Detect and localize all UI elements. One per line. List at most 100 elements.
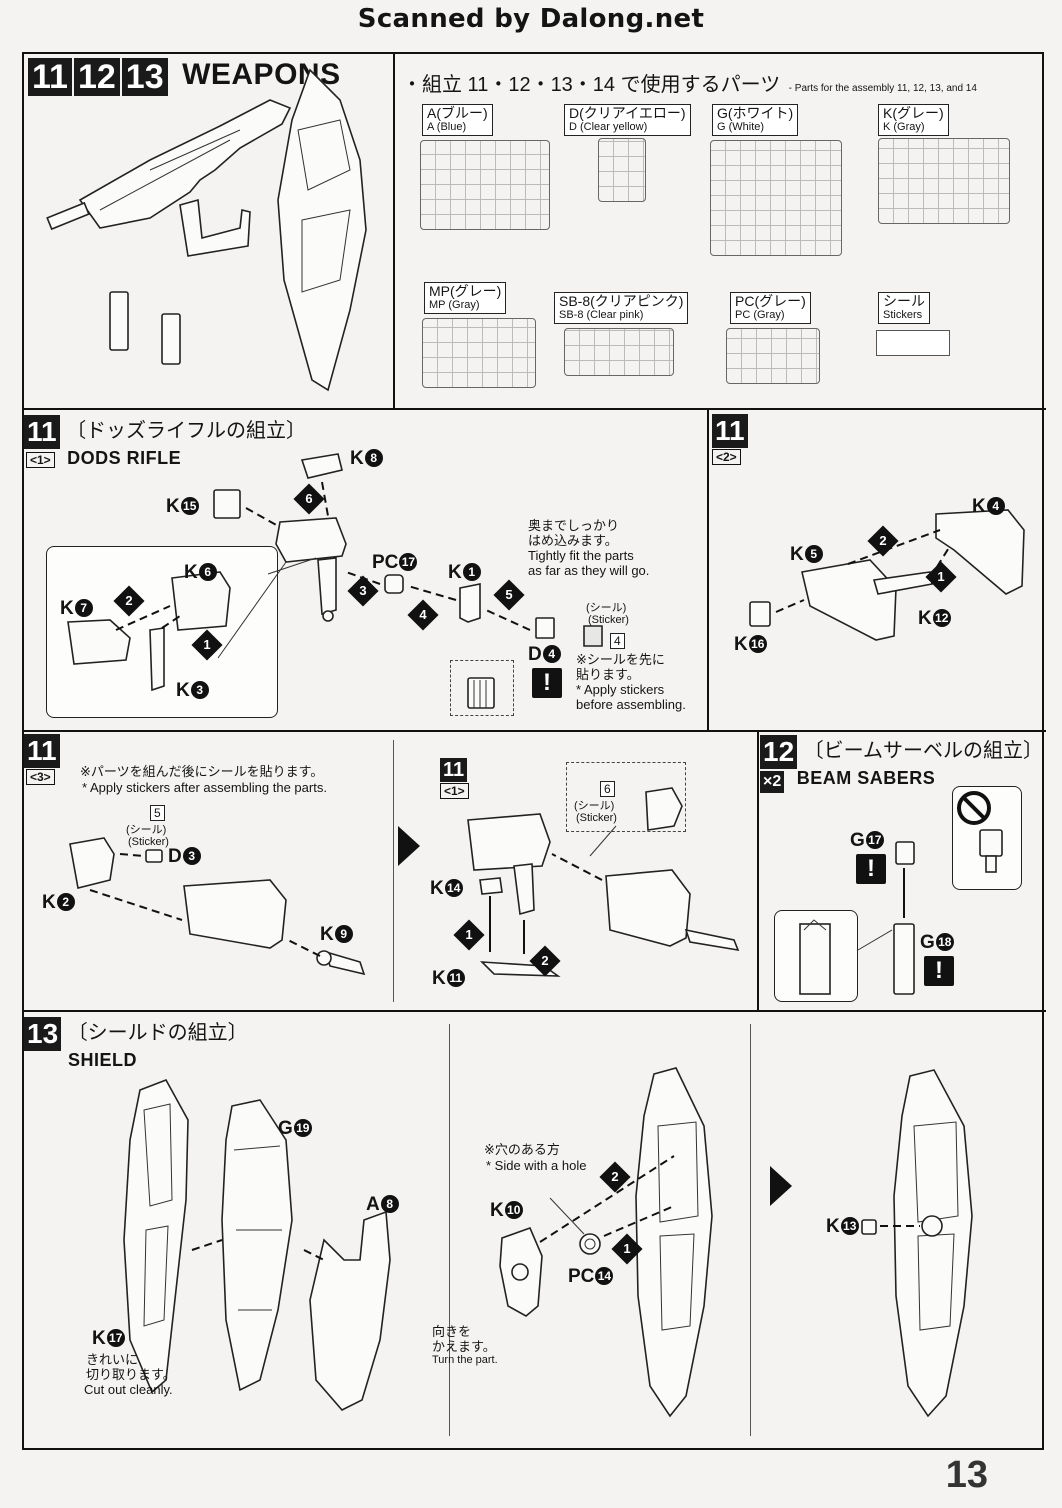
step13-heading: 13 〔シールドの組立〕 xyxy=(24,1016,248,1051)
runner-label-pc: PC(グレー)PC (Gray) xyxy=(730,292,811,324)
step-marker-1: 1 xyxy=(611,1233,643,1265)
step-marker-2: 2 xyxy=(599,1161,631,1193)
step-marker-2: 2 xyxy=(867,525,899,557)
sticker-label-en: (Sticker) xyxy=(128,836,169,848)
hole-note-en: * Side with a hole xyxy=(486,1158,587,1173)
sticker-detail-inset xyxy=(566,762,686,832)
divider xyxy=(22,730,1046,732)
runner-label-d: D(クリアイエロー)D (Clear yellow) xyxy=(564,104,691,136)
step-marker-4: 4 xyxy=(407,599,439,631)
step-marker-1: 1 xyxy=(453,919,485,951)
step-marker-2: 2 xyxy=(113,585,145,617)
step13-subheading: SHIELD xyxy=(68,1050,137,1071)
step-number: 12 xyxy=(73,58,120,96)
step-number: 13 xyxy=(24,1017,62,1051)
runner-label-sb8: SB-8(クリアピンク)SB-8 (Clear pink) xyxy=(554,292,689,324)
scanned-by-label: Scanned by Dalong.net xyxy=(357,4,705,34)
runner-a-diagram xyxy=(420,140,550,230)
step-number: 11 xyxy=(24,734,60,768)
sticker-sheet-diagram xyxy=(876,330,950,356)
step-title-jp: 〔シールドの組立〕 xyxy=(67,1020,248,1044)
runner-label-g: G(ホワイト)G (White) xyxy=(712,104,799,136)
step-marker-3: 3 xyxy=(347,575,379,607)
parts-title: ・組立 11・12・13・14 で使用するパーツ xyxy=(402,74,781,96)
runner-sb8-diagram xyxy=(564,328,674,376)
sticker-number: 6 xyxy=(600,780,615,798)
detail-inset xyxy=(450,660,514,716)
step-number: 11 xyxy=(28,58,72,96)
page-number: 13 xyxy=(945,1454,988,1496)
runner-g-diagram xyxy=(710,140,842,256)
sticker-number: 4 xyxy=(610,632,625,650)
cut-note-jp: きれいに 切り取ります。 xyxy=(86,1352,176,1382)
rifle-final-assembly-illustration xyxy=(467,787,740,977)
runner-label-k: K(グレー)K (Gray) xyxy=(878,104,949,136)
sticker-warning-jp: ※シールを先に 貼ります。 xyxy=(576,652,665,682)
parts-title-en: - Parts for the assembly 11, 12, 13, and… xyxy=(788,83,977,94)
parts-heading: ・組立 11・12・13・14 で使用するパーツ - Parts for the… xyxy=(402,68,977,97)
divider xyxy=(22,1010,1046,1012)
prohibited-icon xyxy=(957,791,1003,873)
step-title-en: BEAM SABERS xyxy=(796,768,936,788)
runner-label-mp: MP(グレー)MP (Gray) xyxy=(424,282,507,314)
warning-icon: ! xyxy=(924,956,954,986)
runner-mp-diagram xyxy=(422,318,536,388)
step-title-en: SHIELD xyxy=(68,1050,138,1070)
detail-inset-illustration xyxy=(467,677,495,709)
divider xyxy=(393,54,395,408)
warning-icon: ! xyxy=(856,854,886,884)
step11-1-heading: 11 〔ドッズライフルの組立〕 xyxy=(24,414,306,449)
next-step-arrow-icon xyxy=(398,826,420,866)
next-step-arrow-icon xyxy=(770,1166,792,1206)
multiplier-badge: ×2 xyxy=(760,771,785,793)
reference-step-heading: 11 <1> xyxy=(440,758,469,800)
shield-parts-illustration xyxy=(123,1079,391,1411)
turn-note-en: Turn the part. xyxy=(432,1354,498,1366)
shield-mount-illustration xyxy=(499,1067,713,1418)
step11-2-heading: 11 xyxy=(712,414,750,448)
step-title-jp: 〔ドッズライフルの組立〕 xyxy=(66,418,307,442)
sticker-label-en: (Sticker) xyxy=(576,812,617,824)
step11-3-subheading: <3> xyxy=(26,768,55,786)
sub-step-badge: <3> xyxy=(26,769,55,785)
runner-pc-diagram xyxy=(726,328,820,384)
step11-3-heading: 11 xyxy=(24,734,62,768)
rifle-barrel-assembly-illustration xyxy=(69,837,366,976)
step12-heading: 12 〔ビームサーベルの組立〕 xyxy=(760,734,1043,769)
divider xyxy=(750,1024,751,1436)
divider xyxy=(393,740,394,1002)
runner-d-diagram xyxy=(598,138,646,202)
step12-subheading: ×2 BEAM SABERS xyxy=(760,768,935,793)
weapons-preview-illustration xyxy=(46,68,367,392)
step-title-en: DODS RIFLE xyxy=(67,448,182,468)
shield-final-illustration xyxy=(861,1069,973,1418)
cut-note-en: Cut out cleanly. xyxy=(84,1382,173,1397)
divider xyxy=(757,730,759,1010)
step-marker-6: 6 xyxy=(293,483,325,515)
sticker-number: 5 xyxy=(150,804,165,822)
step-marker-5: 5 xyxy=(493,579,525,611)
step-number: 12 xyxy=(760,735,798,769)
step-marker-2: 2 xyxy=(529,945,561,977)
sticker-warning-en: * Apply stickers before assembling. xyxy=(576,682,686,712)
sticker-label-jp: (シール) xyxy=(574,800,615,812)
warning-icon: ! xyxy=(532,668,562,698)
